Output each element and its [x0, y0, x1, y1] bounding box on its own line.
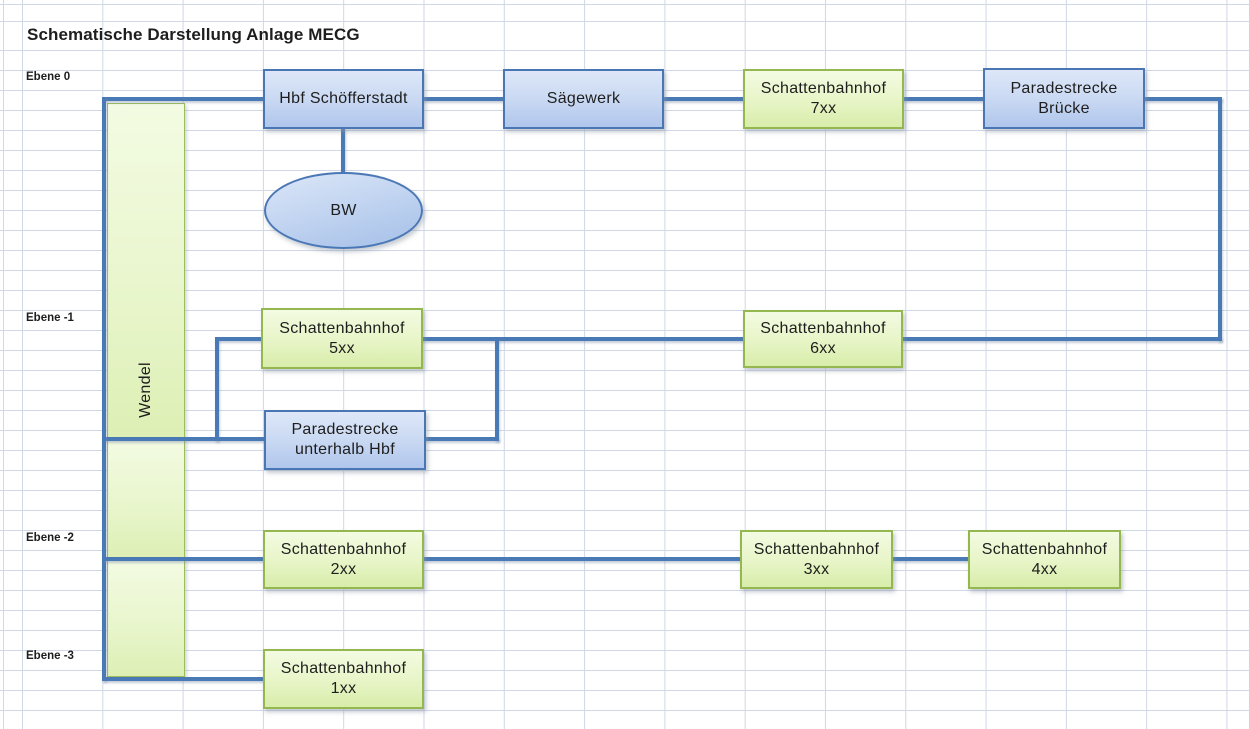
level-label-ebene--1: Ebene -1	[26, 312, 74, 324]
node-paradestrecke-unterhalb-hbf[interactable]: Paradestrecke unterhalb Hbf	[264, 410, 426, 470]
node-label-line1: Schattenbahnhof	[981, 540, 1108, 558]
node-schattenbahnhof-6xx[interactable]: Schattenbahnhof 6xx	[743, 310, 903, 368]
node-schattenbahnhof-7xx[interactable]: Schattenbahnhof 7xx	[743, 69, 904, 129]
node-label-line2: 1xx	[330, 680, 357, 697]
wendel-segment-top	[107, 103, 185, 438]
grid-line-row1	[0, 4, 1249, 5]
node-label-line2: 6xx	[810, 340, 836, 357]
node-label-line1: Schattenbahnhof	[280, 540, 407, 558]
connector-ebene-1-line[interactable]	[215, 337, 1222, 341]
connector-vertical-sbf5-left[interactable]	[215, 337, 219, 441]
node-label-line2: 3xx	[803, 560, 830, 578]
wendel-label: Wendel	[136, 362, 154, 418]
node-label-line2: 5xx	[329, 339, 355, 357]
node-label-line2: 2xx	[330, 560, 357, 578]
grid-line-row2	[0, 21, 1249, 22]
node-schattenbahnhof-1xx[interactable]: Schattenbahnhof 1xx	[263, 649, 424, 709]
node-label: Hbf Schöfferstadt	[279, 90, 408, 107]
node-label-line1: Paradestrecke	[1010, 79, 1118, 97]
node-label-line1: Schattenbahnhof	[279, 319, 405, 337]
node-label-line2: 4xx	[1031, 560, 1058, 578]
node-saegewerk[interactable]: Sägewerk	[503, 69, 664, 129]
node-wendel[interactable]: Wendel	[107, 103, 185, 677]
node-label-line1: Schattenbahnhof	[753, 540, 880, 558]
page-title: Schematische Darstellung Anlage MECG	[27, 25, 360, 44]
node-label-line1: Paradestrecke	[291, 421, 399, 438]
node-label-line1: Schattenbahnhof	[760, 80, 887, 97]
node-label-line2: Brücke	[1038, 99, 1090, 117]
connector-ebene-3-line[interactable]	[103, 677, 265, 681]
node-schattenbahnhof-2xx[interactable]: Schattenbahnhof 2xx	[263, 530, 424, 589]
node-label-line2: 7xx	[810, 100, 837, 117]
wendel-segment-middle	[107, 438, 185, 559]
wendel-segment-bottom	[107, 559, 185, 677]
node-schattenbahnhof-4xx[interactable]: Schattenbahnhof 4xx	[968, 530, 1121, 589]
node-label: BW	[330, 201, 357, 219]
connector-vertical-paradestrecke-right[interactable]	[495, 337, 499, 441]
grid-line-first-column	[3, 0, 4, 729]
connector-left-vertical[interactable]	[102, 97, 106, 681]
node-hbf-schoefferstadt[interactable]: Hbf Schöfferstadt	[263, 69, 424, 129]
node-bw[interactable]: BW	[264, 172, 423, 249]
connector-right-vertical[interactable]	[1218, 97, 1222, 341]
connector-hbf-to-bw[interactable]	[341, 128, 345, 175]
level-label-ebene-0: Ebene 0	[26, 71, 71, 83]
node-label-line1: Schattenbahnhof	[760, 320, 886, 337]
node-label: Sägewerk	[546, 90, 621, 107]
node-label-line2: unterhalb Hbf	[295, 441, 395, 458]
node-paradestrecke-bruecke[interactable]: Paradestrecke Brücke	[983, 68, 1145, 129]
node-schattenbahnhof-5xx[interactable]: Schattenbahnhof 5xx	[261, 308, 423, 369]
node-schattenbahnhof-3xx[interactable]: Schattenbahnhof 3xx	[740, 530, 893, 589]
level-label-ebene--2: Ebene -2	[26, 532, 74, 544]
connector-ebene-2-line[interactable]	[103, 557, 968, 561]
grid-rows	[0, 42, 1249, 729]
level-label-ebene--3: Ebene -3	[26, 650, 74, 662]
node-label-line1: Schattenbahnhof	[280, 660, 407, 677]
